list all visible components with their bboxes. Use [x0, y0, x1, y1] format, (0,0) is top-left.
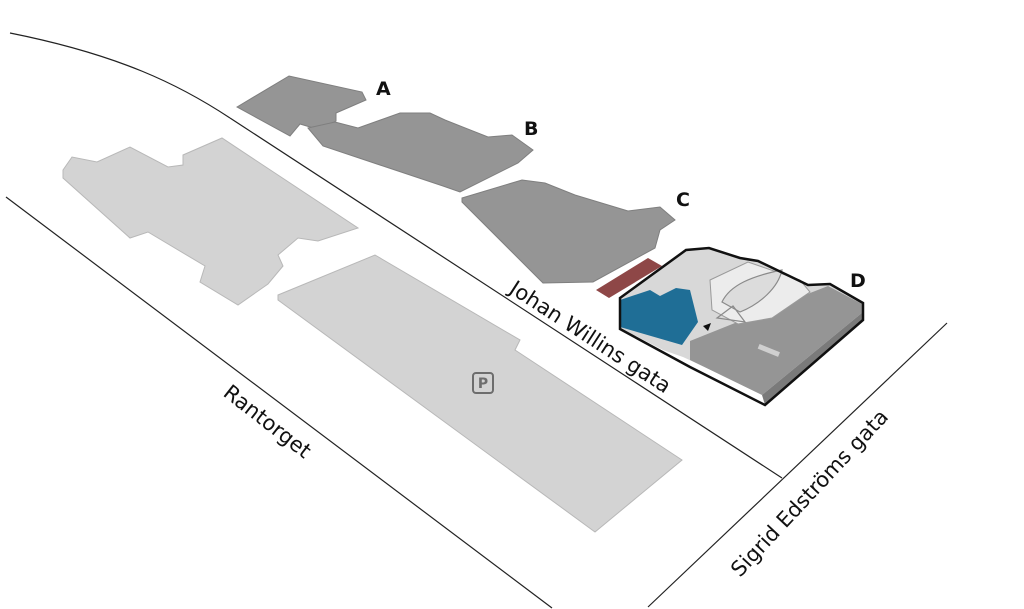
building-d: [618, 246, 865, 407]
building-label-c: C: [676, 189, 690, 211]
courtyard-boat-shape: [721, 269, 783, 313]
building-d-dark-wing: [690, 286, 863, 395]
building-c: [461, 179, 676, 284]
entrance-marker-icon: [703, 323, 711, 331]
building-d-window: [757, 344, 780, 357]
building-label-a: A: [376, 78, 391, 100]
building-d-outline: [618, 246, 865, 407]
parking-letter: P: [478, 376, 488, 392]
building-a: [235, 75, 367, 137]
building-d-highlight: [620, 288, 698, 345]
building-b: [307, 112, 534, 193]
building-light-left: [62, 137, 360, 306]
entrance-strip: [596, 258, 662, 298]
parking-icon: [472, 372, 494, 394]
road-sigrid-edstroms-edge: [647, 322, 948, 608]
building-label-d: D: [850, 270, 866, 292]
road-johan-willins-edge: [229, 117, 783, 479]
building-label-b: B: [524, 118, 538, 140]
road-rantorget-edge: [5, 196, 553, 609]
parking-sign: P: [472, 372, 494, 394]
street-label-sigrid-edstroms: Sigrid Edströms gata: [726, 405, 893, 582]
road-lines: [5, 32, 948, 609]
building-d-side-face: [762, 312, 863, 405]
street-label-rantorget: Rantorget: [219, 380, 316, 463]
courtyard-wedge: [715, 305, 747, 323]
road-curve-top: [9, 32, 231, 119]
